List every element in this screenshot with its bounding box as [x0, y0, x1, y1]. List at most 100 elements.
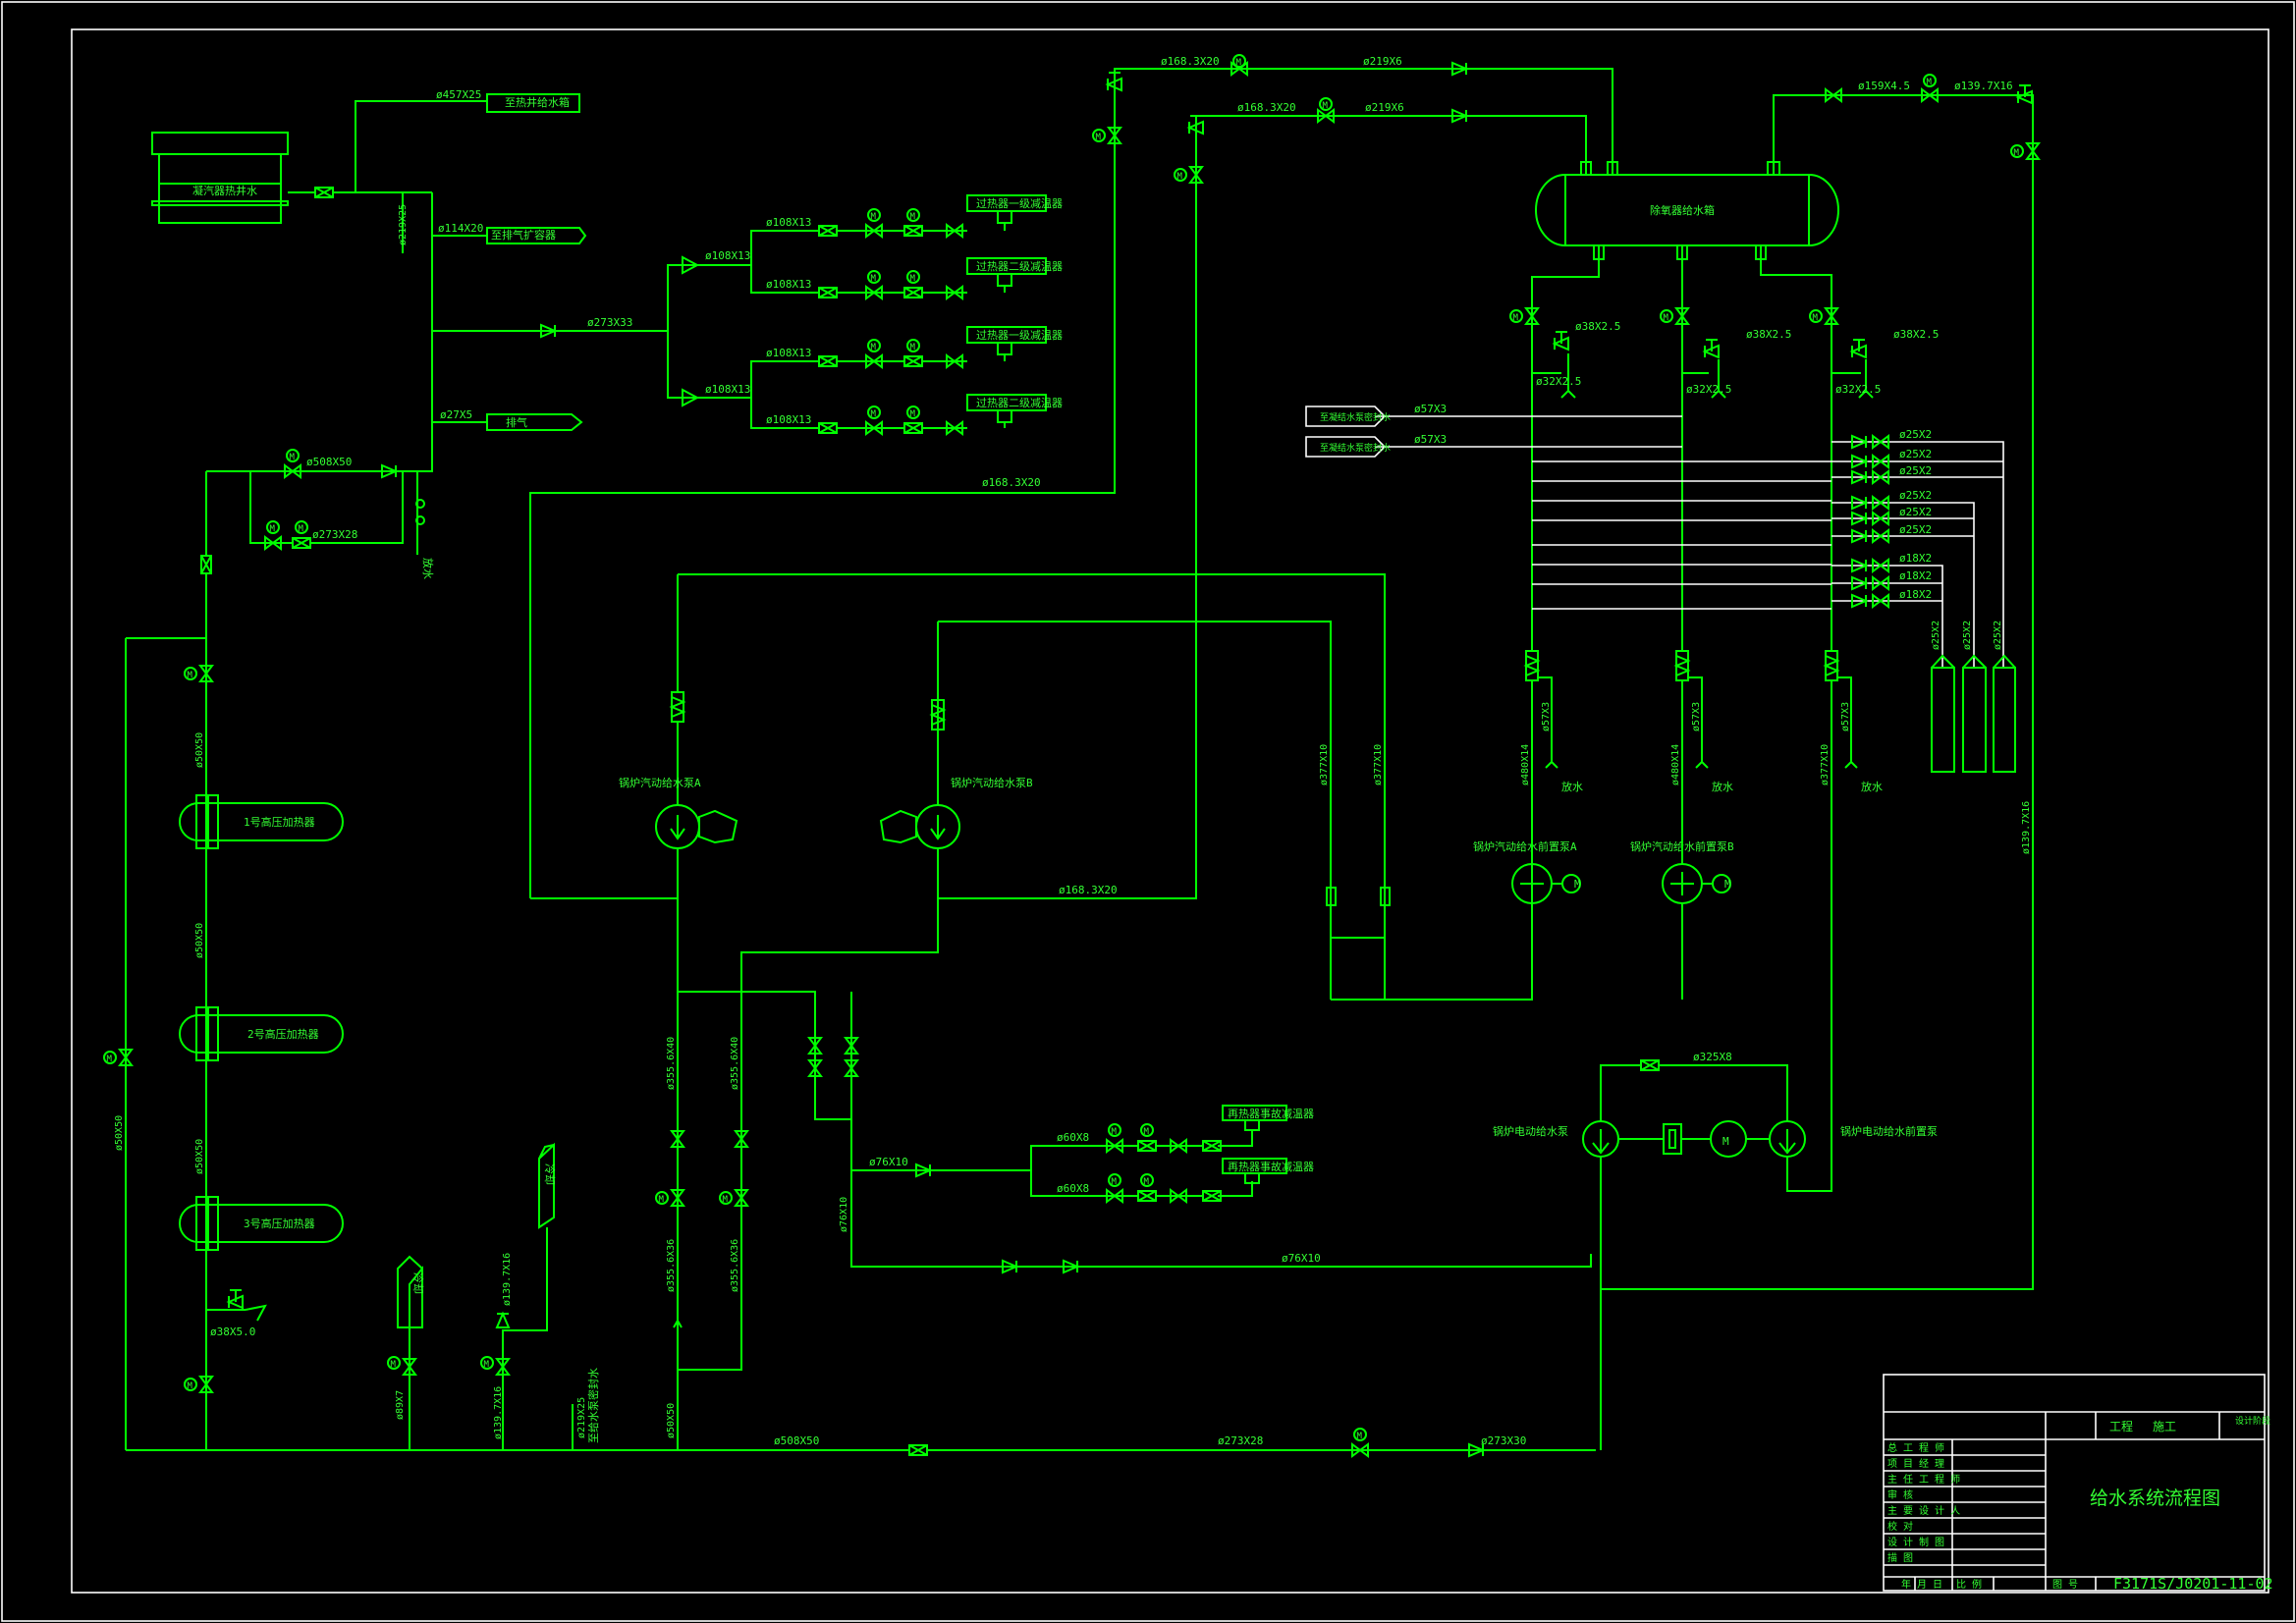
pipe-label: ø27X5 [440, 408, 472, 421]
hp-heater-2 [179, 1006, 344, 1061]
pipe-label: ø25X2 [1899, 428, 1932, 441]
drawing-title: 给水系统流程图 [2090, 1488, 2220, 1509]
hp-heater-1-label: 1号高压加热器 [244, 815, 315, 829]
drawing-number: F3171S/J0201-11-02 [2113, 1575, 2273, 1593]
pipe-label: ø60X8 [1057, 1131, 1089, 1144]
dest-label: 放水 [1712, 780, 1733, 793]
pipe-label: ø50X50 [194, 1139, 205, 1174]
tb-project: 工程 [2109, 1419, 2133, 1434]
motor-booster-label: 锅炉电动给水前置泵 [1840, 1124, 1938, 1138]
small-pipe-manifold [1532, 435, 2004, 668]
pipe-label: ø139.7X16 [2021, 801, 2032, 854]
dest-label: 至凝结水泵密封水 [1320, 442, 1391, 454]
tb-date: 年 月 日 [1901, 1578, 1942, 1591]
tb-row-8: 描 图 [1887, 1551, 1913, 1564]
pipe-label: ø108X13 [705, 383, 750, 396]
booster-pump-b [1662, 863, 1731, 904]
pipe-label: ø377X10 [1373, 744, 1384, 785]
condenser-label: 凝汽器热井水 [192, 184, 257, 197]
motor-feed-pump [1582, 1120, 1806, 1158]
pipe-label: ø355.6X36 [730, 1239, 740, 1292]
dest-label: 至排气扩容器 [491, 228, 556, 242]
feed-pump-b [879, 804, 960, 849]
pump-b-label: 锅炉汽动给水泵B [951, 776, 1033, 789]
pipe-label: ø38X2.5 [1746, 328, 1791, 341]
pipe-label: ø355.6X40 [666, 1037, 677, 1090]
desuperheater-label: 过热器二级减温器 [976, 260, 1063, 273]
pipe-label: ø50X50 [114, 1115, 125, 1151]
pipe-label: ø57X3 [1414, 433, 1447, 446]
tb-row-1: 总 工 程 师 [1887, 1441, 1944, 1454]
tb-row-5: 主 要 设 计 人 [1887, 1504, 1960, 1517]
pipe-label: ø108X13 [766, 278, 811, 291]
desuperheater-label: 再热器事故减温器 [1228, 1107, 1314, 1120]
dest-label: 放水 [421, 558, 435, 579]
pipe-label: ø38X5.0 [210, 1325, 255, 1338]
motor-pump-label: 锅炉电动给水泵 [1493, 1125, 1568, 1138]
desuperheater-label: 过热器一级减温器 [976, 329, 1063, 342]
condenser [151, 132, 289, 224]
booster-pump-a [1511, 863, 1581, 904]
pipe-label: ø50X50 [194, 732, 205, 768]
pipe-label: ø273X28 [1218, 1434, 1263, 1447]
desuperheater-label: 过热器二级减温器 [976, 397, 1063, 409]
deaerator-label: 除氧器给水箱 [1650, 203, 1715, 217]
pipe-label: ø25X2 [1899, 448, 1932, 460]
pipe-label: ø219X6 [1365, 101, 1404, 114]
pipe-label: ø139.7X16 [1954, 80, 2013, 92]
pipe-label: ø76X10 [1282, 1252, 1321, 1265]
inner-frame [71, 28, 2269, 1594]
pipe-label: ø159X4.5 [1858, 80, 1910, 92]
hp-heater-2-label: 2号高压加热器 [247, 1027, 319, 1041]
pipe-label: ø114X20 [438, 222, 483, 235]
pipe-label: ø60X8 [1057, 1182, 1089, 1195]
tb-row-6: 校 对 [1887, 1520, 1913, 1533]
motor-label: M [1574, 878, 1581, 891]
pipe-label: ø25X2 [1962, 621, 1973, 650]
pump-a-label: 锅炉汽动给水泵A [619, 776, 701, 789]
pipe-label: ø168.3X20 [1237, 101, 1296, 114]
dest-label: 放水 [1561, 780, 1583, 793]
dest-label: 放水 [1861, 780, 1883, 793]
pipe-label: ø168.3X20 [982, 476, 1041, 489]
pipe-label: ø325X8 [1693, 1051, 1732, 1063]
motor-label: M [1724, 878, 1731, 891]
pipe-label: ø38X2.5 [1893, 328, 1939, 341]
pipe-label: ø508X50 [306, 456, 352, 468]
hp-heater-1 [179, 794, 344, 849]
desuperheater-label: 再热器事故减温器 [1228, 1160, 1314, 1173]
pipe-label: ø219X25 [576, 1397, 587, 1438]
pipe-label: ø273X33 [587, 316, 632, 329]
pipe-label: ø25X2 [1899, 523, 1932, 536]
pipe-label: ø50X50 [666, 1403, 677, 1438]
pipe-label: ø355.6X36 [666, 1239, 677, 1292]
pipe-label: ø377X10 [1319, 744, 1330, 785]
dest-label: 冷却 [411, 1272, 424, 1294]
dest-label: 排气 [506, 415, 527, 429]
motor-label: M [1722, 1135, 1729, 1148]
hp-heater-3 [179, 1196, 344, 1251]
pipe-label: ø480X14 [1520, 744, 1531, 785]
pipe-label: ø57X3 [1541, 702, 1552, 731]
feed-pump-a [655, 804, 738, 849]
hp-heater-3-label: 3号高压加热器 [244, 1217, 315, 1230]
pipe-label: ø50X50 [194, 923, 205, 958]
pipe-label: ø32X2.5 [1686, 383, 1731, 396]
pipe-label: ø108X13 [766, 216, 811, 229]
pipe-label: ø25X2 [1931, 621, 1941, 650]
tb-design-stage: 设计阶段 [2235, 1415, 2270, 1427]
pipe-label: ø76X10 [839, 1197, 849, 1232]
pipe-label: ø480X14 [1670, 744, 1681, 785]
pipe-label: ø18X2 [1899, 569, 1932, 582]
pipe-label: ø108X13 [705, 249, 750, 262]
booster-a-label: 锅炉汽动给水前置泵A [1473, 839, 1577, 853]
dest-label: 至热井给水箱 [505, 95, 570, 109]
pipe-label: ø219X25 [398, 204, 409, 245]
dest-label: 冷却 [543, 1163, 556, 1185]
tb-stage: 施工 [2153, 1420, 2176, 1434]
pipe-label: ø168.3X20 [1161, 55, 1220, 68]
pipe-label: ø76X10 [869, 1156, 908, 1168]
pipe-label: ø273X30 [1481, 1434, 1526, 1447]
pipe-label: ø89X7 [395, 1390, 406, 1420]
